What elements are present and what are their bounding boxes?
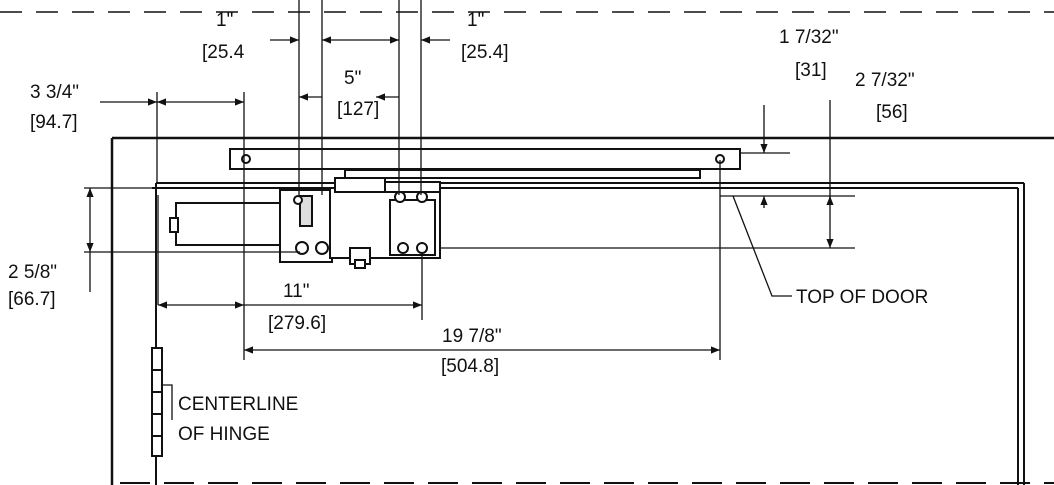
- dim-3-3-4-metric: [94.7]: [30, 112, 78, 133]
- dim-11in-imperial: 11": [283, 281, 309, 302]
- frame-outline: [110, 136, 1054, 485]
- dim-19-7-8-imperial: 19 7/8": [442, 326, 502, 347]
- dim-2-5-8-metric: [66.7]: [8, 289, 56, 310]
- dim-1in-left-metric: [25.4: [202, 42, 245, 63]
- dim-3-3-4-imperial: 3 3/4": [30, 82, 79, 103]
- closer-body: [169, 177, 441, 269]
- centerline-label-line1: CENTERLINE: [178, 394, 298, 415]
- dim-5in-imperial: 5": [344, 68, 361, 89]
- dim-1-7-32-metric: [31]: [795, 60, 827, 81]
- dim-1in-right-imperial: 1": [467, 10, 484, 31]
- centerline-label-line2: OF HINGE: [178, 424, 270, 445]
- dim-2-5-8-imperial: 2 5/8": [8, 262, 57, 283]
- dim-1in-left-imperial: 1": [216, 10, 233, 31]
- dim-2-7-32-imperial: 2 7/32": [855, 70, 915, 91]
- extension-lines: [84, 0, 855, 360]
- dim-2-7-32-metric: [56]: [876, 102, 908, 123]
- dim-1-7-32-imperial: 1 7/32": [779, 27, 839, 48]
- dim-1in-right-metric: [25.4]: [461, 42, 509, 63]
- dim-11in-metric: [279.6]: [268, 313, 326, 334]
- hinge: [151, 347, 163, 457]
- dimension-lines: [86, 36, 834, 420]
- top-of-door-label: TOP OF DOOR: [796, 287, 928, 308]
- dim-5in-metric: [127]: [337, 99, 379, 120]
- dim-19-7-8-metric: [504.8]: [441, 356, 499, 377]
